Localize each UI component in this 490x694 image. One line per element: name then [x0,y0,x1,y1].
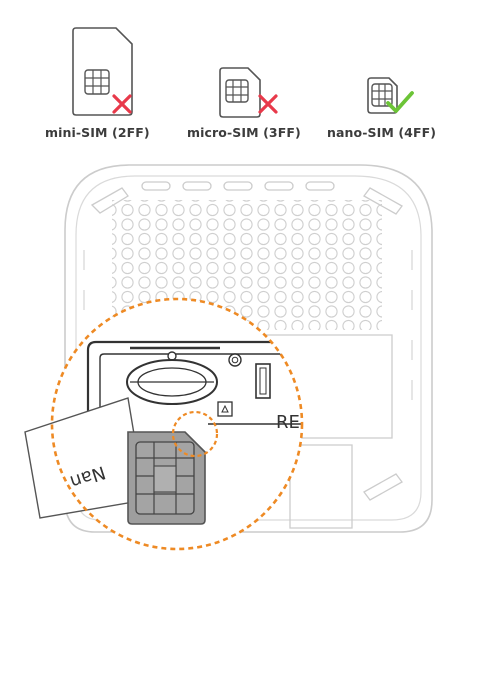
mini-sim-label: mini-SIM (2FF) [45,125,150,140]
foot-bottom-right [363,473,403,501]
device-inner-frame [75,175,422,521]
micro-sim-card-icon [219,67,261,118]
port-housing [289,444,353,529]
notch-highlight [171,410,219,458]
top-vent-slots [141,181,335,191]
cross-icon [112,94,132,114]
sim-type-comparison: mini-SIM (2FF) micro-SIM (3FF) nano-SIM … [0,0,490,150]
foot-top-left [90,187,129,214]
micro-sim-label: micro-SIM (3FF) [187,125,301,140]
sim-card-carrier [24,397,146,519]
side-ticks [83,250,413,400]
magnifier-highlight [50,297,304,551]
foot-top-right [363,187,403,215]
router-sim-insertion-illustration: Nan RE [24,164,433,551]
nano-sim-label: nano-SIM (4FF) [327,125,437,140]
nano-sim-card [127,431,206,525]
check-icon [386,91,414,113]
cross-icon [258,94,278,114]
mini-sim-card-icon [72,27,133,116]
port-label: RE [276,412,300,433]
